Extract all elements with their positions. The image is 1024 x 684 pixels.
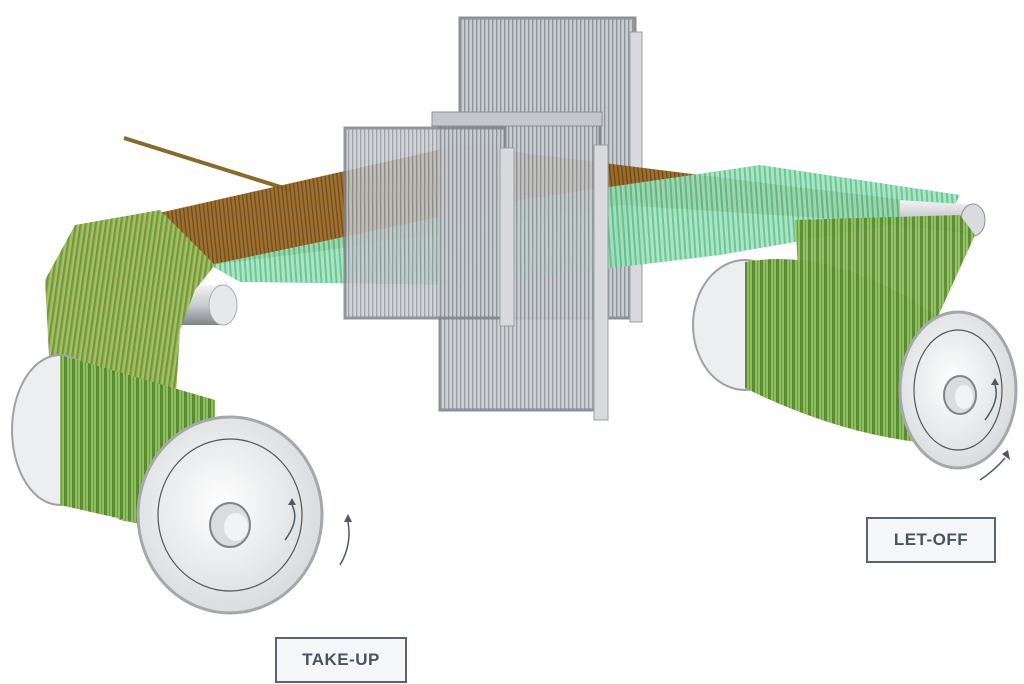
let-off-beam bbox=[692, 259, 1018, 470]
let-off-direction-arrow-icon bbox=[979, 450, 1010, 481]
let-off-rotation-arrow-icon bbox=[984, 384, 997, 421]
reed-beater bbox=[343, 126, 515, 327]
take-up-roll bbox=[11, 354, 324, 615]
take-up-label: TAKE-UP bbox=[275, 637, 407, 683]
take-up-direction-arrow-icon bbox=[339, 514, 352, 566]
rotation-arrow-icon bbox=[284, 504, 296, 541]
rotation-arrowhead-icon bbox=[288, 498, 296, 505]
shuttle-rod bbox=[123, 136, 291, 192]
let-off-label: LET-OFF bbox=[866, 517, 996, 563]
